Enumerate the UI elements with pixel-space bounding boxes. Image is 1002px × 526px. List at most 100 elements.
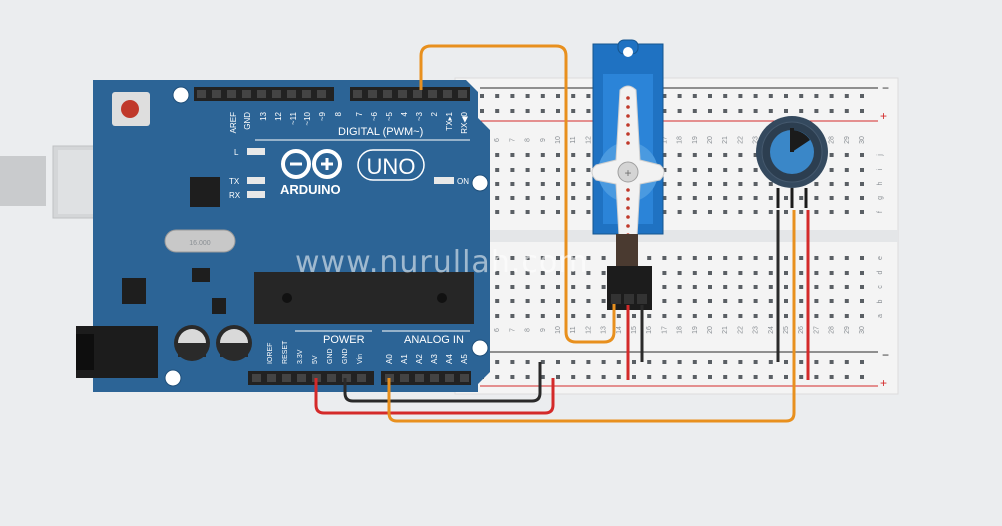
breadboard-hole[interactable]	[677, 360, 682, 364]
breadboard-hole[interactable]	[495, 153, 500, 157]
breadboard-hole[interactable]	[814, 299, 819, 303]
breadboard-hole[interactable]	[616, 375, 621, 379]
breadboard-hole[interactable]	[723, 360, 728, 364]
power-pin-header[interactable]	[248, 371, 471, 385]
breadboard-hole[interactable]	[723, 182, 728, 186]
breadboard-hole[interactable]	[586, 109, 591, 113]
breadboard-hole[interactable]	[662, 256, 667, 260]
breadboard-hole[interactable]	[753, 256, 758, 260]
breadboard-hole[interactable]	[556, 314, 560, 318]
breadboard-hole[interactable]	[738, 314, 743, 318]
breadboard-hole[interactable]	[784, 109, 788, 113]
breadboard-hole[interactable]	[860, 153, 864, 157]
breadboard-hole[interactable]	[768, 285, 773, 289]
breadboard-hole[interactable]	[556, 271, 560, 275]
pin-socket[interactable]	[327, 374, 336, 382]
pin-socket[interactable]	[415, 374, 424, 382]
breadboard-hole[interactable]	[784, 271, 788, 275]
breadboard-hole[interactable]	[708, 299, 712, 303]
breadboard-hole[interactable]	[860, 299, 864, 303]
breadboard-hole[interactable]	[753, 196, 758, 200]
breadboard-hole[interactable]	[495, 375, 500, 379]
breadboard-hole[interactable]	[540, 285, 545, 289]
pin-socket[interactable]	[302, 90, 311, 98]
pin-socket[interactable]	[242, 90, 251, 98]
breadboard-hole[interactable]	[525, 109, 530, 113]
breadboard-hole[interactable]	[662, 109, 667, 113]
pin-socket[interactable]	[197, 90, 206, 98]
breadboard-hole[interactable]	[510, 271, 515, 275]
breadboard-hole[interactable]	[510, 285, 515, 289]
breadboard-hole[interactable]	[799, 375, 804, 379]
breadboard-hole[interactable]	[586, 168, 591, 172]
breadboard-hole[interactable]	[768, 196, 773, 200]
breadboard-hole[interactable]	[829, 196, 834, 200]
breadboard-hole[interactable]	[571, 256, 576, 260]
breadboard-hole[interactable]	[708, 196, 712, 200]
breadboard-hole[interactable]	[495, 109, 500, 113]
breadboard-hole[interactable]	[829, 210, 834, 214]
breadboard-hole[interactable]	[525, 360, 530, 364]
breadboard-hole[interactable]	[571, 375, 576, 379]
breadboard-hole[interactable]	[586, 153, 591, 157]
breadboard-hole[interactable]	[662, 153, 667, 157]
breadboard-hole[interactable]	[586, 285, 591, 289]
breadboard-hole[interactable]	[829, 314, 834, 318]
breadboard-hole[interactable]	[525, 375, 530, 379]
pin-socket[interactable]	[357, 374, 366, 382]
breadboard-hole[interactable]	[662, 168, 667, 172]
breadboard-hole[interactable]	[692, 271, 697, 275]
breadboard-hole[interactable]	[799, 210, 804, 214]
breadboard-hole[interactable]	[510, 153, 515, 157]
breadboard-hole[interactable]	[860, 285, 864, 289]
breadboard-hole[interactable]	[753, 360, 758, 364]
breadboard-hole[interactable]	[525, 271, 530, 275]
breadboard-hole[interactable]	[571, 109, 576, 113]
breadboard-hole[interactable]	[677, 168, 682, 172]
breadboard-hole[interactable]	[829, 94, 834, 98]
pin-socket[interactable]	[458, 90, 467, 98]
breadboard-hole[interactable]	[677, 109, 682, 113]
breadboard-hole[interactable]	[708, 360, 712, 364]
breadboard-hole[interactable]	[601, 299, 606, 303]
breadboard-hole[interactable]	[814, 375, 819, 379]
breadboard-hole[interactable]	[495, 182, 500, 186]
breadboard-hole[interactable]	[525, 153, 530, 157]
breadboard-hole[interactable]	[753, 375, 758, 379]
breadboard-hole[interactable]	[784, 196, 788, 200]
breadboard-hole[interactable]	[616, 314, 621, 318]
breadboard-hole[interactable]	[723, 196, 728, 200]
breadboard-hole[interactable]	[525, 168, 530, 172]
breadboard-hole[interactable]	[799, 360, 804, 364]
breadboard-hole[interactable]	[768, 210, 773, 214]
breadboard-hole[interactable]	[571, 182, 576, 186]
breadboard-hole[interactable]	[510, 299, 515, 303]
breadboard-hole[interactable]	[525, 94, 530, 98]
breadboard-hole[interactable]	[753, 210, 758, 214]
breadboard-hole[interactable]	[540, 314, 545, 318]
wire-a0-pot[interactable]	[387, 210, 796, 423]
breadboard-hole[interactable]	[723, 271, 728, 275]
breadboard-hole[interactable]	[556, 256, 560, 260]
breadboard-hole[interactable]	[692, 109, 697, 113]
pin-socket[interactable]	[428, 90, 437, 98]
pin-socket[interactable]	[227, 90, 236, 98]
breadboard-hole[interactable]	[510, 182, 515, 186]
pin-socket[interactable]	[430, 374, 439, 382]
breadboard-hole[interactable]	[753, 153, 758, 157]
breadboard-hole[interactable]	[571, 153, 576, 157]
pin-socket[interactable]	[272, 90, 281, 98]
breadboard-hole[interactable]	[723, 153, 728, 157]
breadboard-hole[interactable]	[860, 94, 864, 98]
breadboard-hole[interactable]	[844, 94, 849, 98]
breadboard-hole[interactable]	[708, 109, 712, 113]
breadboard-hole[interactable]	[556, 360, 560, 364]
breadboard-hole[interactable]	[738, 210, 743, 214]
breadboard-hole[interactable]	[753, 182, 758, 186]
breadboard-hole[interactable]	[495, 314, 500, 318]
breadboard-hole[interactable]	[495, 168, 500, 172]
breadboard-hole[interactable]	[571, 299, 576, 303]
breadboard-hole[interactable]	[662, 196, 667, 200]
breadboard-hole[interactable]	[540, 153, 545, 157]
